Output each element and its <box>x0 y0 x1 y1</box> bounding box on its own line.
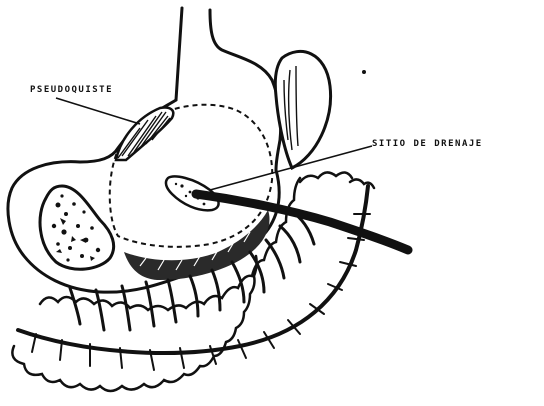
drainage-site-label: SITIO DE DRENAJE <box>372 139 483 149</box>
pancreas-lobe <box>275 51 330 168</box>
pseudocyst-leader-line <box>56 98 140 124</box>
spleen <box>40 186 114 269</box>
pseudocyst <box>116 107 173 160</box>
pseudocyst-label: PSEUDOQUISTE <box>30 85 113 95</box>
stray-dot <box>362 70 366 74</box>
esophagus <box>176 8 272 100</box>
